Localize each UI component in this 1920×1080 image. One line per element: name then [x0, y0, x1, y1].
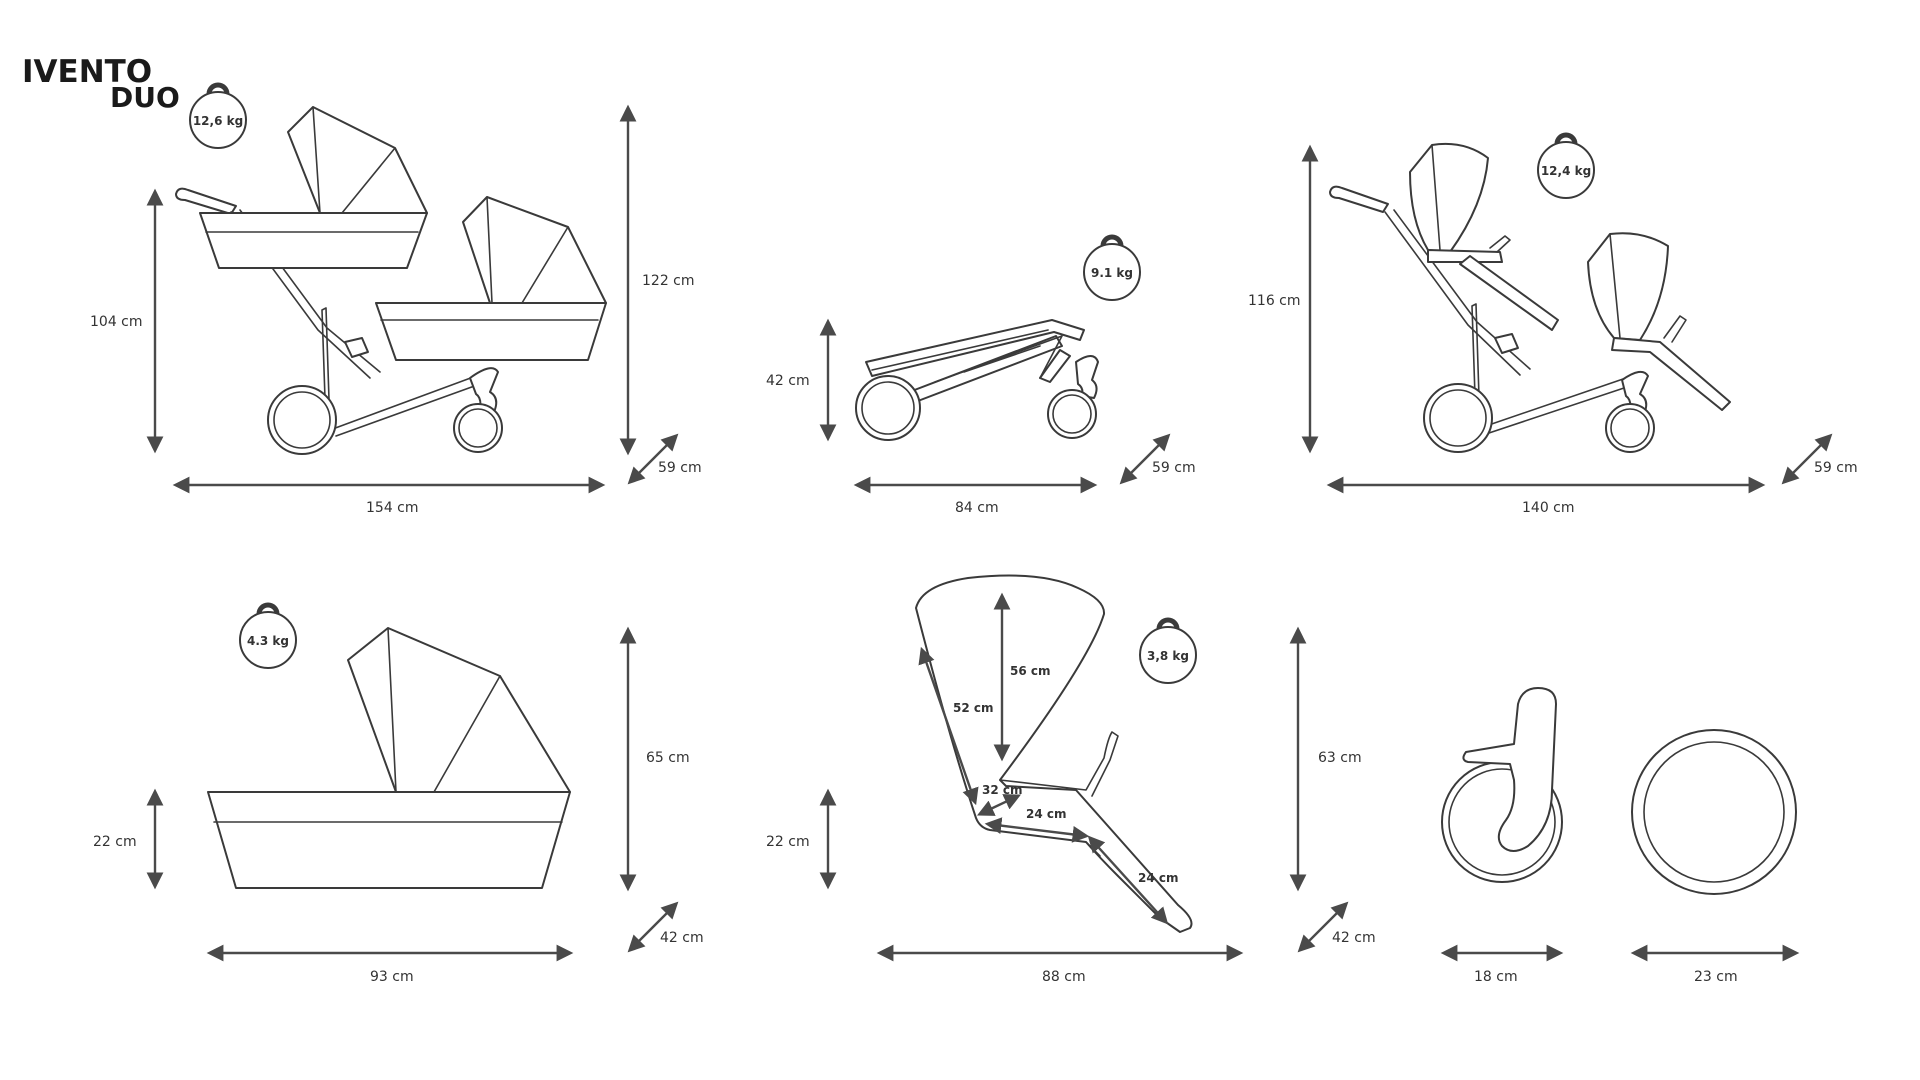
seat-unit-dimensions: 56 cm 52 cm 32 cm 24 cm 24 cm 22 cm 63 c… — [766, 592, 1376, 985]
brand-model: DUO — [110, 81, 180, 114]
brand-logo: IVENTO DUO — [22, 54, 180, 114]
twin-stroller-height-label: 116 cm — [1248, 293, 1301, 309]
front-wheel-illustration — [1441, 687, 1563, 883]
twin-stroller-length-label: 140 cm — [1522, 500, 1575, 516]
front-wheel-size-label: 18 cm — [1474, 969, 1518, 985]
twin-stroller-width-label: 59 cm — [1814, 460, 1858, 476]
chassis-weight-badge: 9.1 kg — [1084, 237, 1140, 300]
twin-pram-total-height-label: 122 cm — [642, 273, 695, 289]
twin-pram-illustration — [175, 106, 607, 455]
seat-unit-total-height-label: 63 cm — [1318, 750, 1362, 766]
carrycot-dimensions: 22 cm 65 cm 93 cm 42 cm — [93, 626, 704, 985]
twin-pram-length-label: 154 cm — [366, 500, 419, 516]
twin-pram-weight-badge: 12,6 kg — [190, 85, 246, 148]
twin-stroller-weight-badge: 12,4 kg — [1538, 135, 1594, 198]
twin-pram-width-label: 59 cm — [658, 460, 702, 476]
wheel-dimensions: 18 cm 23 cm — [1440, 944, 1800, 985]
carrycot-weight: 4.3 kg — [247, 634, 289, 648]
twin-pram-dimensions: 104 cm 122 cm 154 cm 59 cm — [90, 104, 702, 516]
seat-unit-canopy-label: 56 cm — [1010, 664, 1051, 678]
twin-pram-height-label: 104 cm — [90, 314, 143, 330]
rear-wheel-illustration — [1631, 729, 1797, 895]
seat-unit-seat-length-label: 24 cm — [1026, 807, 1067, 821]
chassis-illustration — [855, 319, 1099, 441]
chassis-height-label: 42 cm — [766, 373, 810, 389]
twin-stroller-illustration — [1329, 142, 1731, 453]
seat-unit-length-label: 88 cm — [1042, 969, 1086, 985]
seat-unit-width-label: 42 cm — [1332, 930, 1376, 946]
chassis-length-label: 84 cm — [955, 500, 999, 516]
carrycot-height-label: 22 cm — [93, 834, 137, 850]
seat-unit-backrest-label: 52 cm — [953, 701, 994, 715]
seat-unit-seat-depth-label: 32 cm — [982, 783, 1023, 797]
twin-pram-weight: 12,6 kg — [193, 114, 243, 128]
carrycot-weight-badge: 4.3 kg — [240, 605, 296, 668]
seat-unit-footrest-label: 24 cm — [1138, 871, 1179, 885]
seat-unit-weight-badge: 3,8 kg — [1140, 620, 1196, 683]
seat-unit-height-label: 22 cm — [766, 834, 810, 850]
brand-name: IVENTO — [22, 54, 152, 90]
rear-wheel-size-label: 23 cm — [1694, 969, 1738, 985]
carrycot-width-label: 42 cm — [660, 930, 704, 946]
twin-stroller-weight: 12,4 kg — [1541, 164, 1591, 178]
seat-unit-weight: 3,8 kg — [1147, 649, 1189, 663]
chassis-weight: 9.1 kg — [1091, 266, 1133, 280]
carrycot-illustration — [207, 627, 571, 889]
carrycot-total-height-label: 65 cm — [646, 750, 690, 766]
twin-stroller-dimensions: 116 cm 140 cm 59 cm — [1248, 144, 1858, 516]
carrycot-length-label: 93 cm — [370, 969, 414, 985]
chassis-dimensions: 42 cm 84 cm 59 cm — [766, 318, 1196, 516]
chassis-width-label: 59 cm — [1152, 460, 1196, 476]
